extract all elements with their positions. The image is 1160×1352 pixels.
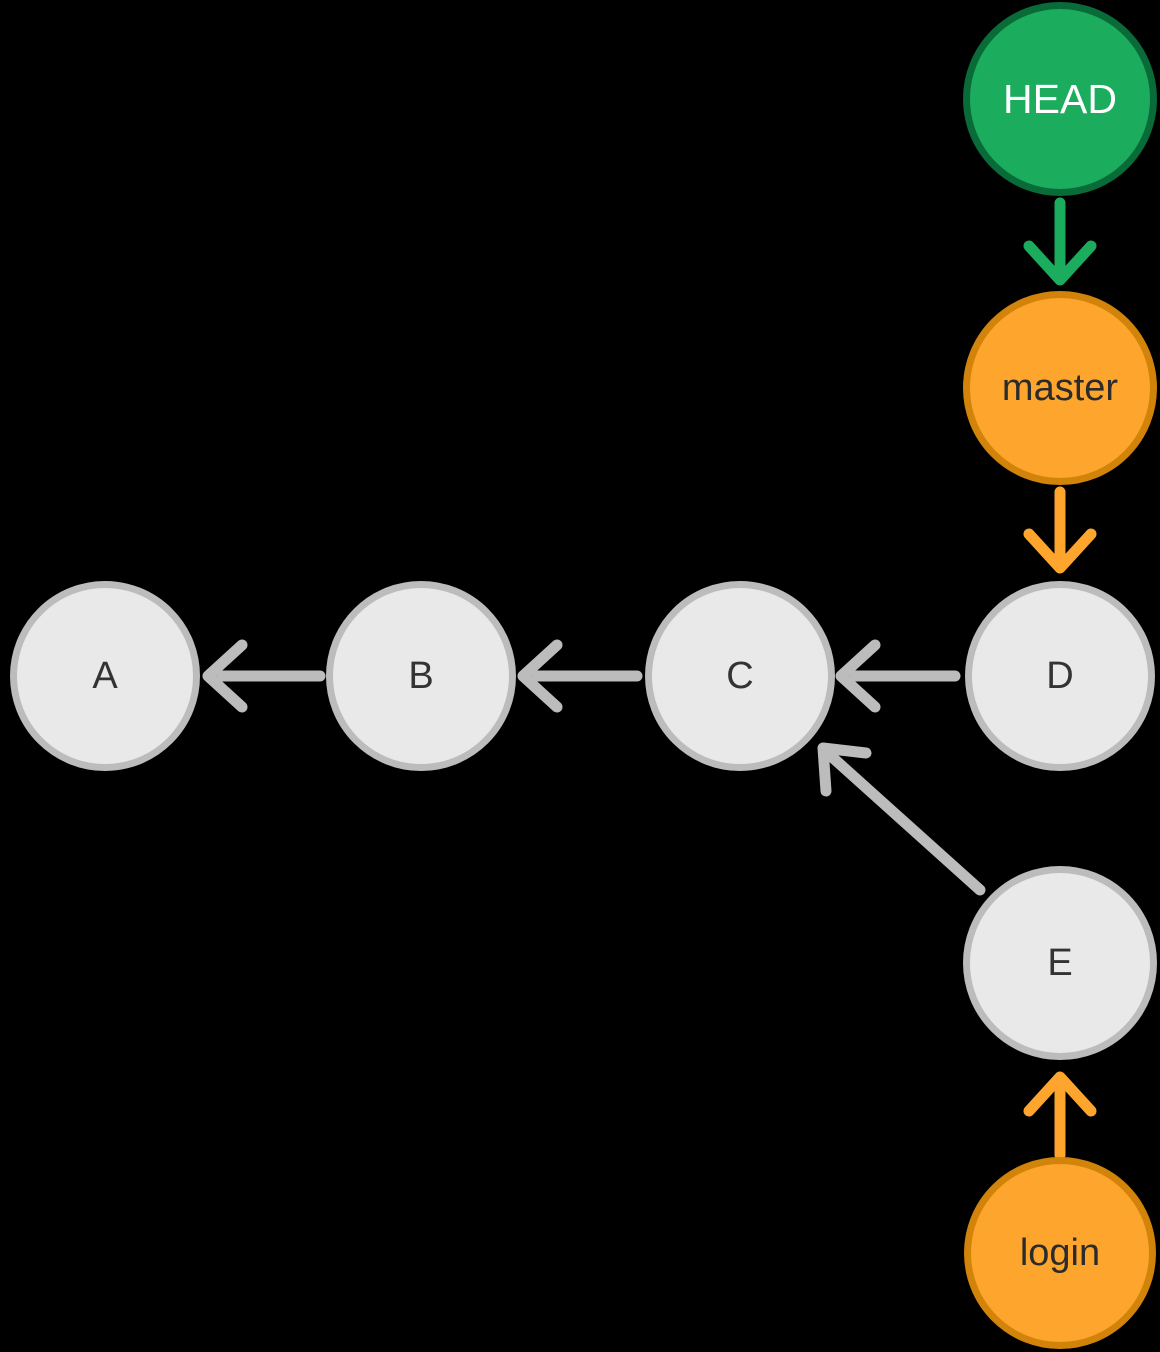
edge-e-to-c-arrowhead bbox=[817, 742, 872, 797]
edge-login-to-e-arrowhead bbox=[1023, 1071, 1097, 1117]
edge-e-to-c-line bbox=[826, 751, 986, 896]
edge-login-to-e bbox=[1023, 1071, 1097, 1161]
edge-head-to-master bbox=[1023, 197, 1097, 286]
edge-c-to-b bbox=[517, 639, 643, 713]
node-commit-b[interactable]: B bbox=[326, 581, 516, 771]
node-commit-b-label: B bbox=[408, 655, 434, 697]
node-branch-master[interactable]: master bbox=[963, 291, 1157, 485]
node-branch-login[interactable]: login bbox=[964, 1157, 1156, 1349]
node-commit-d-label: D bbox=[1046, 655, 1074, 697]
node-commit-e[interactable]: E bbox=[963, 866, 1157, 1060]
edge-master-to-d-arrowhead bbox=[1023, 528, 1097, 574]
node-head[interactable]: HEAD bbox=[963, 2, 1157, 196]
edge-master-to-d bbox=[1023, 486, 1097, 574]
edge-head-to-master-arrowhead bbox=[1023, 240, 1097, 286]
node-commit-a-label: A bbox=[92, 655, 118, 697]
edge-b-to-a-arrowhead bbox=[202, 639, 248, 713]
node-commit-d[interactable]: D bbox=[965, 581, 1155, 771]
edge-d-to-c-arrowhead bbox=[835, 639, 881, 713]
node-commit-a[interactable]: A bbox=[10, 581, 200, 771]
node-branch-login-label: login bbox=[1019, 1232, 1101, 1274]
edge-b-to-a bbox=[202, 639, 326, 713]
edge-c-to-b-arrowhead bbox=[517, 639, 563, 713]
node-commit-c[interactable]: C bbox=[645, 581, 835, 771]
edge-d-to-c bbox=[835, 639, 961, 713]
node-branch-master-label: master bbox=[1001, 367, 1119, 409]
node-commit-e-label: E bbox=[1047, 942, 1073, 984]
node-commit-c-label: C bbox=[726, 655, 754, 697]
edge-e-to-c bbox=[817, 742, 986, 896]
node-head-label: HEAD bbox=[1003, 75, 1117, 122]
